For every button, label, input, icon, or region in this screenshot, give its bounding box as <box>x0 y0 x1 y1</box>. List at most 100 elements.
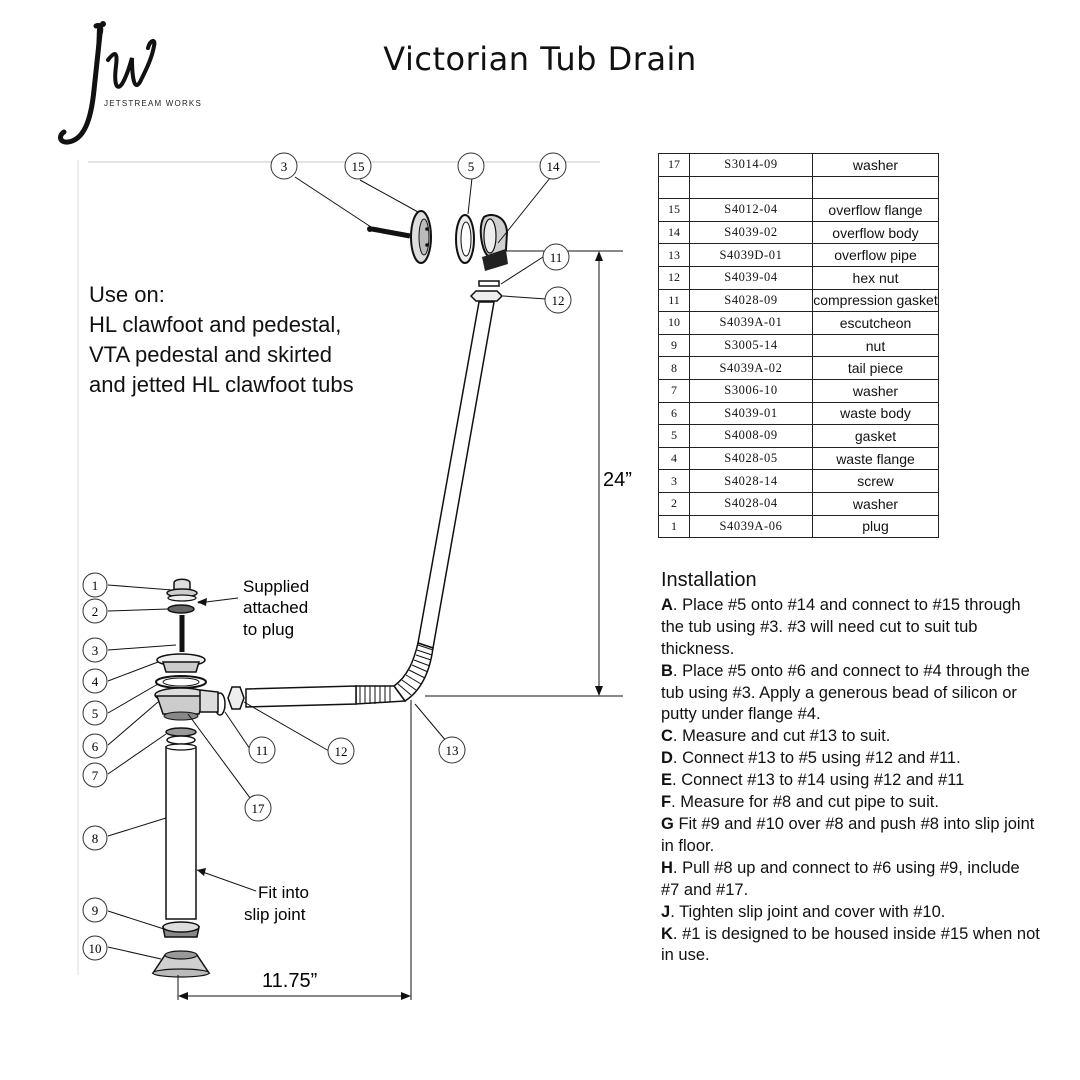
installation-step: G Fit #9 and #10 over #8 and push #8 int… <box>661 814 1041 858</box>
callout-label: 12 <box>552 293 565 308</box>
dimension-arrows <box>178 251 603 1000</box>
installation-step: B. Place #5 onto #6 and connect to #4 th… <box>661 661 1041 727</box>
callout-circles <box>82 152 572 961</box>
part-code <box>689 175 813 200</box>
callout-label: 7 <box>92 768 99 783</box>
part-code: S4039D-01 <box>689 243 813 267</box>
part-number: 3 <box>658 469 690 493</box>
overflow-pipe <box>245 301 495 708</box>
callout-label: 3 <box>92 643 99 658</box>
step-separator: . <box>672 661 683 680</box>
tail-washer <box>165 727 197 745</box>
part-name: overflow pipe <box>812 243 939 267</box>
width-dimension: 11.75” <box>262 970 317 992</box>
part-code: S4039-02 <box>689 220 813 245</box>
step-text: Connect #13 to #5 using #12 and #11. <box>682 749 961 768</box>
step-text: #1 is designed to be housed inside #15 w… <box>661 924 1040 965</box>
plug-washer <box>167 604 195 614</box>
part-name: gasket <box>812 424 939 448</box>
step-text: Fit #9 and #10 over #8 and push #8 into … <box>661 814 1035 855</box>
part-number: 7 <box>658 378 690 403</box>
overflow-flange <box>410 210 432 264</box>
part-code: S4028-04 <box>689 491 813 516</box>
callout-label: 1 <box>92 578 99 593</box>
callout-label: 10 <box>89 941 102 956</box>
part-number <box>658 175 690 200</box>
step-separator: . <box>672 858 683 877</box>
callout-label: 13 <box>446 743 459 758</box>
installation-step: J. Tighten slip joint and cover with #10… <box>661 902 1041 924</box>
part-number: 11 <box>658 288 690 313</box>
installation-step: D. Connect #13 to #5 using #12 and #11. <box>661 748 1041 770</box>
height-dimension: 24” <box>603 469 632 491</box>
part-name: hex nut <box>812 265 939 290</box>
part-number: 13 <box>658 243 690 267</box>
part-number: 2 <box>658 491 690 516</box>
part-number: 14 <box>658 220 690 245</box>
step-letter: C <box>661 727 673 746</box>
callout-label: 17 <box>252 801 266 816</box>
step-letter: A <box>661 595 673 614</box>
part-name: tail piece <box>812 356 939 380</box>
step-text: Measure and cut #13 to suit. <box>682 727 891 746</box>
installation-section: Installation A. Place #5 onto #14 and co… <box>661 569 1041 967</box>
part-name: washer <box>812 491 939 516</box>
part-name: nut <box>812 333 939 358</box>
use-on-line: VTA pedestal and skirted <box>89 342 332 367</box>
part-code: S4028-05 <box>689 446 813 471</box>
step-letter: K <box>661 924 673 943</box>
part-number: 4 <box>658 446 690 471</box>
use-on-block: Use on: HL clawfoot and pedestal, VTA pe… <box>89 280 354 400</box>
use-on-line: and jetted HL clawfoot tubs <box>89 372 354 397</box>
supplied-note: to plug <box>243 620 294 639</box>
fit-note: slip joint <box>244 905 306 924</box>
jetstream-works-logo <box>58 21 157 145</box>
page-title: Victorian Tub Drain <box>383 40 697 78</box>
part-code: S4039-01 <box>689 401 813 426</box>
part-number: 5 <box>658 424 690 448</box>
callout-label: 3 <box>281 159 288 174</box>
callout-label: 11 <box>550 250 563 265</box>
part-name: washer <box>812 378 939 403</box>
installation-step: C. Measure and cut #13 to suit. <box>661 726 1041 748</box>
step-letter: H <box>661 858 673 877</box>
part-number: 8 <box>658 356 690 380</box>
callout-label: 4 <box>92 674 99 689</box>
part-name: compression gasket <box>812 288 939 313</box>
step-separator: . <box>672 595 683 614</box>
step-letter: B <box>661 661 673 680</box>
step-text: Tighten slip joint and cover with #10. <box>679 902 946 921</box>
hex-nut-lower <box>227 686 245 710</box>
part-name: escutcheon <box>812 311 939 335</box>
part-code: S4039-04 <box>689 265 813 290</box>
callout-label: 12 <box>335 744 348 759</box>
part-name: overflow flange <box>812 198 939 222</box>
compression-gasket <box>478 280 500 287</box>
supplied-note: Supplied <box>243 577 309 596</box>
callout-label: 9 <box>92 903 99 918</box>
part-number: 9 <box>658 333 690 358</box>
brand-name: JETSTREAM WORKS <box>104 99 203 108</box>
overflow-gasket <box>455 214 475 264</box>
step-separator: . <box>670 902 680 921</box>
plug <box>166 578 198 602</box>
step-letter: F <box>661 793 672 812</box>
callout-label: 15 <box>352 159 365 174</box>
tail-piece <box>165 743 197 920</box>
part-code: S3005-14 <box>689 333 813 358</box>
waste-gasket <box>155 675 207 689</box>
